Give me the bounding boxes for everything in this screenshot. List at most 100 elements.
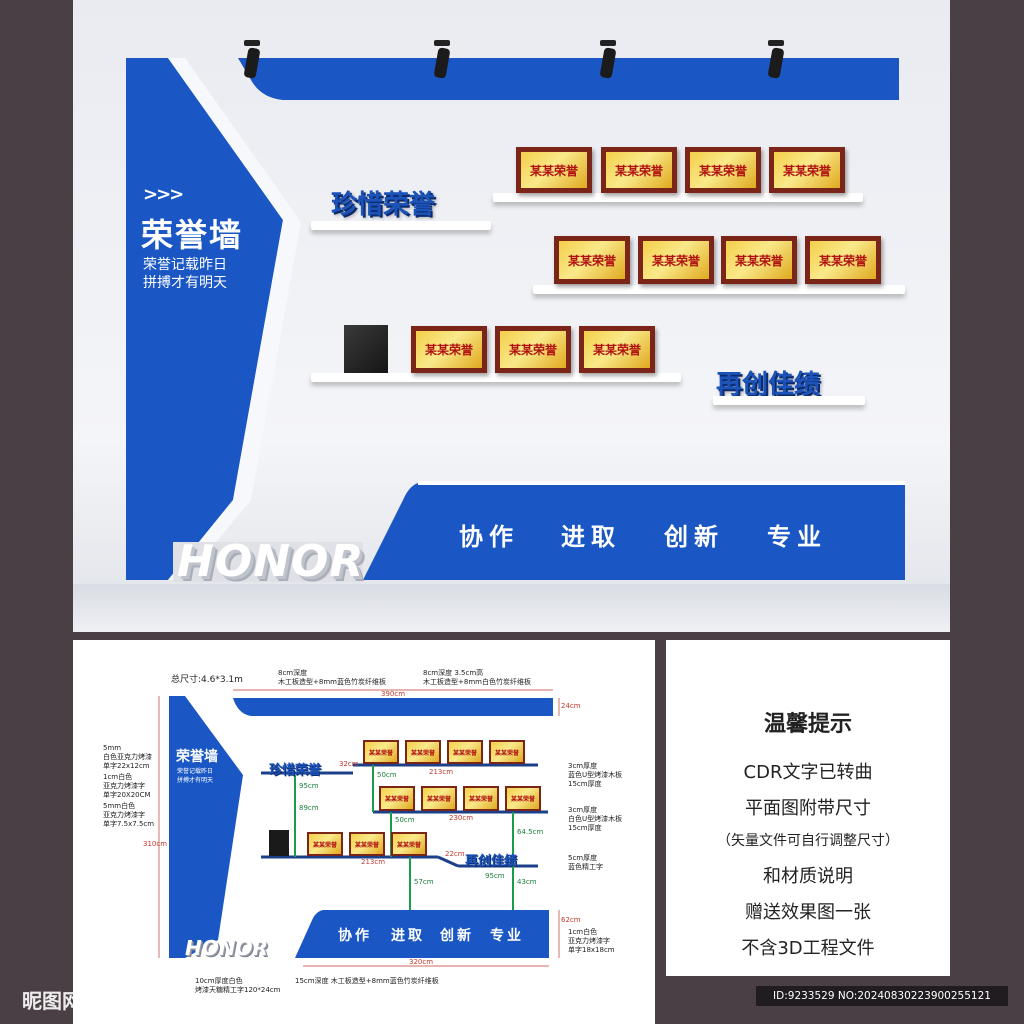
spotlight-icon xyxy=(765,40,787,79)
award-plaque: 某某荣誉 xyxy=(411,326,487,373)
dimension-label: 24cm xyxy=(561,702,581,710)
dimension-label: 32cm xyxy=(339,760,359,768)
plan-main-title: 荣誉墙 xyxy=(176,749,218,765)
wall-shapes xyxy=(126,58,905,582)
dimension-label: 213cm xyxy=(429,768,454,776)
right-note: 白色U型烤漆木板 xyxy=(568,815,623,823)
dimension-label: 310cm xyxy=(143,840,168,848)
value-progress: 进取 xyxy=(561,523,621,551)
left-note: 白色亚克力烤漆 xyxy=(103,753,152,761)
value-cooperation: 协作 xyxy=(459,523,519,551)
plan-slogan-1: 荣誉记载昨日 xyxy=(177,768,214,775)
dimension-label: 43cm xyxy=(517,878,537,886)
plan-black-box xyxy=(269,830,289,856)
plan-plaque: 某某荣誉 xyxy=(421,786,457,811)
floor xyxy=(73,584,950,632)
left-note: 亚克力烤漆字 xyxy=(103,782,145,790)
wall-main-title: 荣誉墙 xyxy=(141,216,244,254)
plan-plaque: 某某荣誉 xyxy=(349,832,385,856)
nipic-logo: 昵图网 xyxy=(22,989,82,1013)
tip-item: 和材质说明 xyxy=(763,866,853,887)
left-note: 单字22x12cm xyxy=(103,762,150,770)
bottom-note: 10cm厚度白色 xyxy=(195,977,243,985)
plan-plaque: 某某荣誉 xyxy=(307,832,343,856)
plan-value: 协作 xyxy=(338,928,372,944)
left-note: 1cm白色 xyxy=(103,773,133,781)
award-plaque: 某某荣誉 xyxy=(495,326,571,373)
right-note: 蓝色U型烤漆木板 xyxy=(568,771,623,779)
black-display-box xyxy=(344,325,388,373)
top-note: 木工板造型+8mm白色竹炭纤维板 xyxy=(423,678,531,686)
plan-heading-bottom: 再创佳绩 xyxy=(465,854,518,869)
top-note: 8cm深度 xyxy=(278,669,308,677)
right-note: 单字18x18cm xyxy=(568,946,615,954)
left-note: 单字7.5x7.5cm xyxy=(103,820,155,828)
plan-plaque: 某某荣誉 xyxy=(391,832,427,856)
award-plaque: 某某荣誉 xyxy=(638,236,714,284)
dimension-label: 50cm xyxy=(395,816,415,824)
dimension-label: 95cm xyxy=(485,872,505,880)
dimension-label: 64.5cm xyxy=(517,828,544,836)
top-note: 木工板造型+8mm蓝色竹炭纤维板 xyxy=(278,678,386,686)
dimension-label: 89cm xyxy=(299,804,319,812)
tip-item: CDR文字已转曲 xyxy=(743,762,873,783)
right-note: 1cm白色 xyxy=(568,928,598,936)
plan-plaque: 某某荣誉 xyxy=(463,786,499,811)
plan-value: 创新 xyxy=(440,928,474,944)
dimension-label: 62cm xyxy=(561,916,581,924)
plan-drawing: 总尺寸:4.6*3.1m 8cm深度 木工板造型+8mm蓝色竹炭纤维板 8cm深… xyxy=(73,640,655,1024)
award-plaque: 某某荣誉 xyxy=(554,236,630,284)
slogan-line-2: 拼搏才有明天 xyxy=(143,275,227,291)
shelf xyxy=(311,221,491,230)
award-plaque: 某某荣誉 xyxy=(805,236,881,284)
plan-value: 专业 xyxy=(490,928,524,944)
spotlight-icon xyxy=(241,40,263,79)
nipic-url: www.nipic.com xyxy=(102,990,241,1008)
right-note: 3cm厚度 xyxy=(568,762,598,770)
dimension-label: 95cm xyxy=(299,782,319,790)
dimension-label: 230cm xyxy=(449,814,474,822)
plan-slogan-2: 拼搏才有明天 xyxy=(177,777,214,784)
bottom-note: 烤漆天糖精工字120*24cm xyxy=(195,986,281,994)
shelf xyxy=(493,193,863,202)
chevron-arrows-icon: >>> xyxy=(143,184,184,205)
value-professional: 专业 xyxy=(767,523,827,551)
tip-item: 不含3D工程文件 xyxy=(741,938,875,959)
dimension-label: 320cm xyxy=(409,958,434,966)
spotlight-icon xyxy=(597,40,619,79)
wall-render: >>> 荣誉墙 荣誉记载昨日 拼搏才有明天 珍惜荣誉 再创佳绩 某某荣誉 某某荣… xyxy=(73,0,950,632)
plan-honor-letters: HONOR xyxy=(185,936,268,960)
plan-plaque: 某某荣誉 xyxy=(447,740,483,764)
tips-title: 温馨提示 xyxy=(763,712,852,737)
shelf xyxy=(311,373,681,382)
right-note: 15cm厚度 xyxy=(568,824,602,832)
slogan-line-1: 荣誉记载昨日 xyxy=(143,257,227,273)
right-note: 5cm厚度 xyxy=(568,854,598,862)
plan-plaque: 某某荣誉 xyxy=(405,740,441,764)
plan-heading-top: 珍惜荣誉 xyxy=(269,763,322,778)
award-plaque: 某某荣誉 xyxy=(769,147,845,193)
top-note: 8cm深度 3.5cm高 xyxy=(423,669,484,677)
total-size-label: 总尺寸:4.6*3.1m xyxy=(171,675,243,685)
left-note: 亚克力烤漆字 xyxy=(103,811,145,819)
right-note: 15cm厚度 xyxy=(568,780,602,788)
honor-3d-letters: HONOR xyxy=(177,536,365,587)
tip-item: 平面图附带尺寸 xyxy=(745,798,871,819)
tip-item: 赠送效果图一张 xyxy=(745,902,871,923)
heading-cherish-honor: 珍惜荣誉 xyxy=(331,190,436,220)
dimension-label: 390cm xyxy=(381,690,406,698)
award-plaque: 某某荣誉 xyxy=(579,326,655,373)
plan-plaque: 某某荣誉 xyxy=(489,740,525,764)
shelf xyxy=(713,396,865,405)
plan-plaque: 某某荣誉 xyxy=(505,786,541,811)
tip-item: （矢量文件可自行调整尺寸） xyxy=(717,833,899,849)
spotlight-icon xyxy=(431,40,453,79)
right-note: 蓝色精工字 xyxy=(568,863,603,871)
award-plaque: 某某荣誉 xyxy=(721,236,797,284)
award-plaque: 某某荣誉 xyxy=(516,147,592,193)
image-id-text: ID:9233529 NO:20240830223900255121 xyxy=(756,986,1008,1006)
tips-panel: 温馨提示 CDR文字已转曲 平面图附带尺寸 （矢量文件可自行调整尺寸） 和材质说… xyxy=(666,640,950,976)
value-innovation: 创新 xyxy=(664,523,724,551)
bottom-note: 15cm深度 木工板造型+8mm蓝色竹炭纤维板 xyxy=(295,977,439,985)
plan-plaque: 某某荣誉 xyxy=(363,740,399,764)
